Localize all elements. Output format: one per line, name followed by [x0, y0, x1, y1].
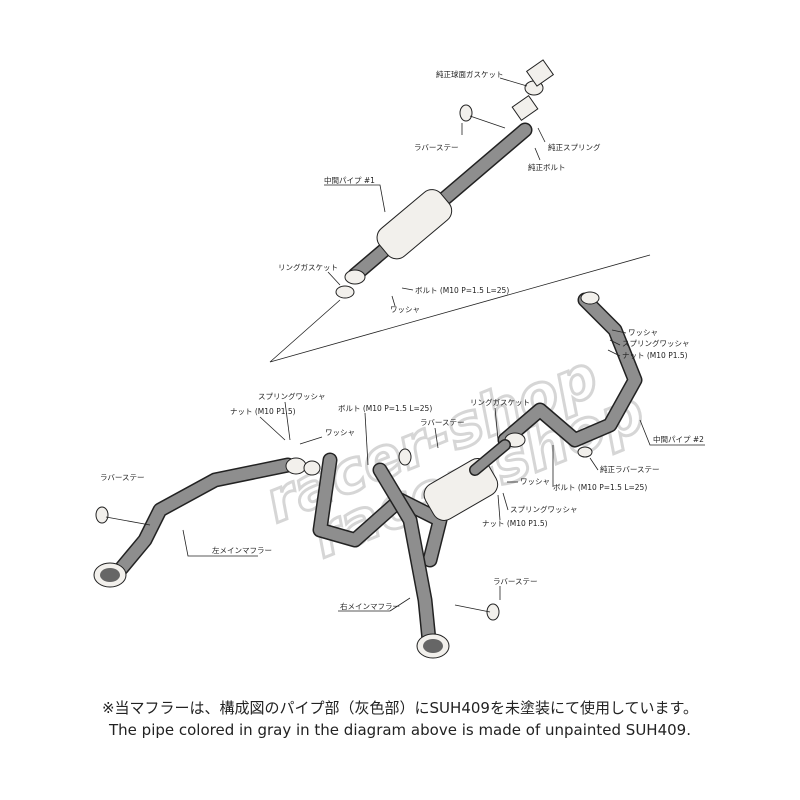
label-ring-gasket: リングガスケット	[470, 397, 530, 407]
label-rubber-stay: ラバーステー	[493, 577, 538, 586]
mid-pipe-2	[497, 291, 643, 458]
rubber-stay	[95, 506, 109, 524]
label-right-main-muffler: 右メインマフラー	[340, 601, 400, 611]
label-washer: ワッシャ	[628, 328, 658, 337]
label-rubber-stay: ラバーステー	[100, 473, 145, 482]
center-section	[312, 439, 511, 659]
oem-rubber-stay	[577, 446, 593, 458]
label-oem-spherical-gasket: 純正球面ガスケット	[436, 69, 504, 79]
label-oem-spring: 純正スプリング	[548, 142, 601, 152]
label-ring-gasket: リングガスケット	[278, 262, 338, 272]
left-main-muffler	[93, 457, 321, 588]
label-washer: ワッシャ	[520, 477, 550, 486]
label-rubber-stay: ラバーステー	[414, 143, 459, 152]
label-washer: ワッシャ	[390, 305, 420, 314]
footer-note-japanese: ※当マフラーは、構成図のパイプ部（灰色部）にSUH409を未塗装にて使用していま…	[101, 699, 699, 717]
label-bolt: ボルト (M10 P=1.5 L=25)	[553, 483, 647, 492]
label-bolt: ボルト (M10 P=1.5 L=25)	[415, 286, 509, 295]
flange	[344, 269, 366, 285]
ring-gasket	[335, 285, 355, 299]
footer-note-english: The pipe colored in gray in the diagram …	[109, 721, 691, 739]
label-spring-washer: スプリングワッシャ	[510, 504, 578, 514]
rubber-stay	[398, 448, 412, 466]
rubber-stay	[486, 603, 500, 621]
label-oem-rubber-stay: 純正ラバーステー	[600, 464, 660, 474]
label-spring-washer: スプリングワッシャ	[258, 391, 326, 401]
label-nut: ナット (M10 P1.5)	[482, 519, 548, 528]
flange	[525, 59, 555, 87]
label-spring-washer: スプリングワッシャ	[622, 338, 690, 348]
label-bolt: ボルト (M10 P=1.5 L=25)	[338, 404, 432, 413]
label-mid-pipe-1: 中間パイプ #1	[324, 175, 375, 185]
rubber-stay	[459, 104, 473, 122]
label-nut: ナット (M10 P1.5)	[622, 351, 688, 360]
mid-pipe-1	[335, 59, 555, 299]
part-labels: 純正球面ガスケット ラバーステー 純正スプリング 純正ボルト 中間パイプ #1 …	[100, 69, 704, 611]
flange	[511, 95, 539, 121]
label-nut: ナット (M10 P1.5)	[230, 407, 296, 416]
label-oem-bolt: 純正ボルト	[528, 162, 566, 172]
divider-line	[269, 254, 651, 363]
label-left-main-muffler: 左メインマフラー	[212, 545, 272, 555]
label-washer: ワッシャ	[325, 428, 355, 437]
label-mid-pipe-2: 中間パイプ #2	[653, 434, 704, 444]
label-rubber-stay: ラバーステー	[420, 418, 465, 427]
leader-lines	[182, 77, 705, 612]
